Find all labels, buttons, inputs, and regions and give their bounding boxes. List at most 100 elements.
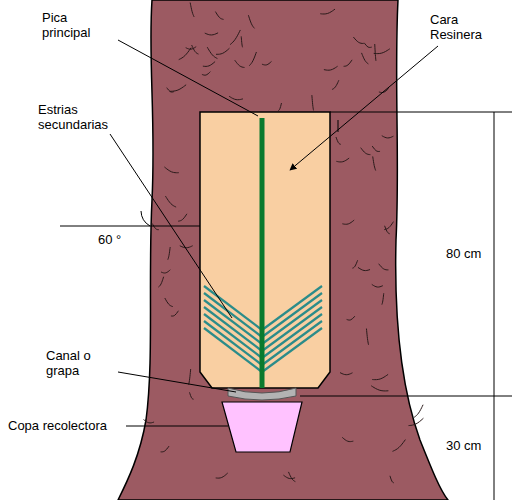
bark-stroke bbox=[364, 43, 372, 48]
stria-line bbox=[204, 286, 262, 330]
bark-stroke bbox=[180, 246, 193, 248]
bark-stroke bbox=[248, 15, 254, 28]
stria-line bbox=[204, 314, 262, 358]
bark-stroke bbox=[283, 475, 295, 478]
bark-stroke bbox=[340, 373, 352, 375]
stria-line bbox=[204, 328, 262, 372]
bark-stroke bbox=[352, 260, 357, 268]
bark-texture bbox=[144, 3, 424, 483]
bark-stroke bbox=[192, 45, 199, 54]
bark-stroke bbox=[366, 329, 368, 345]
bark-stroke bbox=[342, 220, 354, 224]
stria-line bbox=[262, 314, 322, 358]
bark-stroke bbox=[167, 88, 174, 92]
bark-stroke bbox=[375, 44, 376, 61]
dimension-label: 30 cm bbox=[444, 438, 483, 453]
leader-line bbox=[118, 372, 236, 392]
bark-stroke bbox=[342, 437, 353, 441]
bark-stroke bbox=[390, 476, 394, 483]
bark-stroke bbox=[382, 293, 384, 304]
bark-stroke bbox=[190, 392, 194, 399]
bark-stroke bbox=[374, 49, 390, 54]
angle-reference-line bbox=[60, 226, 200, 227]
callout-label: Estrias secundarias bbox=[36, 102, 120, 132]
stria-line bbox=[262, 328, 322, 372]
stria-line bbox=[204, 307, 262, 351]
bark-stroke bbox=[347, 316, 355, 320]
leader-line bbox=[118, 40, 258, 116]
bark-stroke bbox=[336, 137, 341, 144]
bark-stroke bbox=[216, 48, 229, 54]
stria-line bbox=[204, 293, 262, 337]
bark-stroke bbox=[361, 148, 371, 155]
bark-stroke bbox=[371, 386, 388, 391]
bark-stroke bbox=[385, 226, 390, 234]
bark-stroke bbox=[262, 61, 272, 65]
bark-stroke bbox=[179, 48, 191, 60]
bark-stroke bbox=[372, 374, 388, 379]
bark-stroke bbox=[190, 3, 194, 17]
bark-stroke bbox=[205, 33, 218, 35]
bark-stroke bbox=[278, 103, 281, 111]
bark-stroke bbox=[353, 37, 363, 43]
bark-stroke bbox=[152, 224, 159, 230]
bark-stroke bbox=[207, 47, 217, 58]
bark-stroke bbox=[288, 472, 295, 482]
bark-stroke bbox=[229, 96, 243, 99]
bark-stroke bbox=[373, 156, 376, 170]
bark-stroke bbox=[189, 369, 191, 385]
bark-stroke bbox=[372, 146, 380, 151]
dimension-label: 80 cm bbox=[444, 246, 483, 261]
bark-stroke bbox=[216, 473, 228, 478]
bark-stroke bbox=[379, 264, 389, 270]
tick bbox=[338, 120, 339, 132]
bark-stroke bbox=[158, 277, 163, 287]
stria-line bbox=[204, 321, 262, 365]
stria-line bbox=[262, 321, 322, 365]
bark-stroke bbox=[336, 158, 349, 162]
dimension-line bbox=[494, 112, 495, 396]
bark-stroke bbox=[362, 53, 369, 64]
bark-stroke bbox=[344, 60, 352, 66]
dimension-extension bbox=[330, 112, 512, 113]
bark-stroke bbox=[409, 418, 424, 425]
tree-trunk bbox=[118, 0, 448, 500]
stria-line bbox=[204, 300, 262, 344]
bark-stroke bbox=[164, 167, 178, 173]
bark-stroke bbox=[144, 420, 155, 423]
callout-label: Copa recolectora bbox=[6, 418, 109, 433]
bark-stroke bbox=[372, 284, 383, 287]
callout-label: Canal o grapa bbox=[44, 348, 118, 378]
bark-stroke bbox=[241, 36, 242, 47]
bark-stroke bbox=[414, 405, 423, 418]
stria-line bbox=[262, 286, 322, 330]
collecting-cup bbox=[222, 402, 302, 452]
bark-stroke bbox=[161, 446, 169, 452]
bark-stroke bbox=[230, 30, 240, 45]
leader-lines bbox=[60, 40, 512, 500]
bark-stroke bbox=[320, 9, 335, 14]
bark-stroke bbox=[382, 136, 394, 138]
bark-stroke bbox=[235, 60, 245, 67]
bark-stroke bbox=[203, 62, 215, 67]
angle-arc bbox=[141, 211, 150, 226]
bark-stroke bbox=[332, 80, 339, 89]
dimension-extension bbox=[300, 396, 512, 397]
main-groove bbox=[260, 118, 265, 388]
bark-stroke bbox=[165, 298, 173, 307]
stria-line bbox=[262, 307, 322, 351]
bark-stroke bbox=[249, 52, 256, 66]
bark-stroke bbox=[324, 66, 338, 70]
gutter bbox=[228, 388, 296, 400]
callout-label: Pica principal bbox=[40, 10, 114, 40]
bark-stroke bbox=[170, 85, 186, 92]
bark-stroke bbox=[202, 72, 210, 76]
bark-stroke bbox=[161, 270, 170, 273]
bark-stroke bbox=[393, 440, 406, 452]
bark-stroke bbox=[358, 267, 370, 270]
bark-stroke bbox=[168, 247, 170, 260]
bark-stroke bbox=[215, 12, 223, 20]
stria-line bbox=[262, 300, 322, 344]
leader-line bbox=[126, 426, 228, 427]
